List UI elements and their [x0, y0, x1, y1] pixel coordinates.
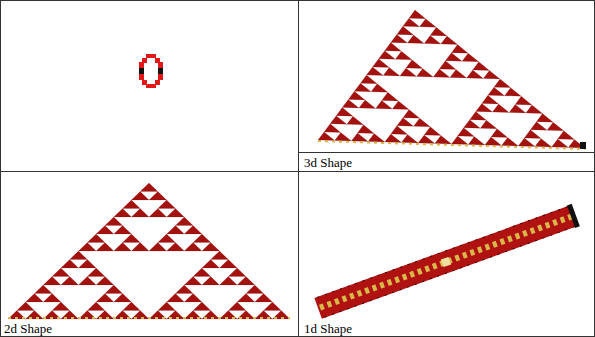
ring-shape [139, 54, 163, 88]
shape-caption: 2d Shape [4, 321, 52, 336]
sierpinski-2d [8, 183, 290, 319]
bar-1d [314, 204, 580, 320]
shape-caption: 1d Shape [304, 321, 352, 336]
shape-caption: 3d Shape [304, 155, 352, 170]
sierpinski-3d [282, 6, 587, 149]
